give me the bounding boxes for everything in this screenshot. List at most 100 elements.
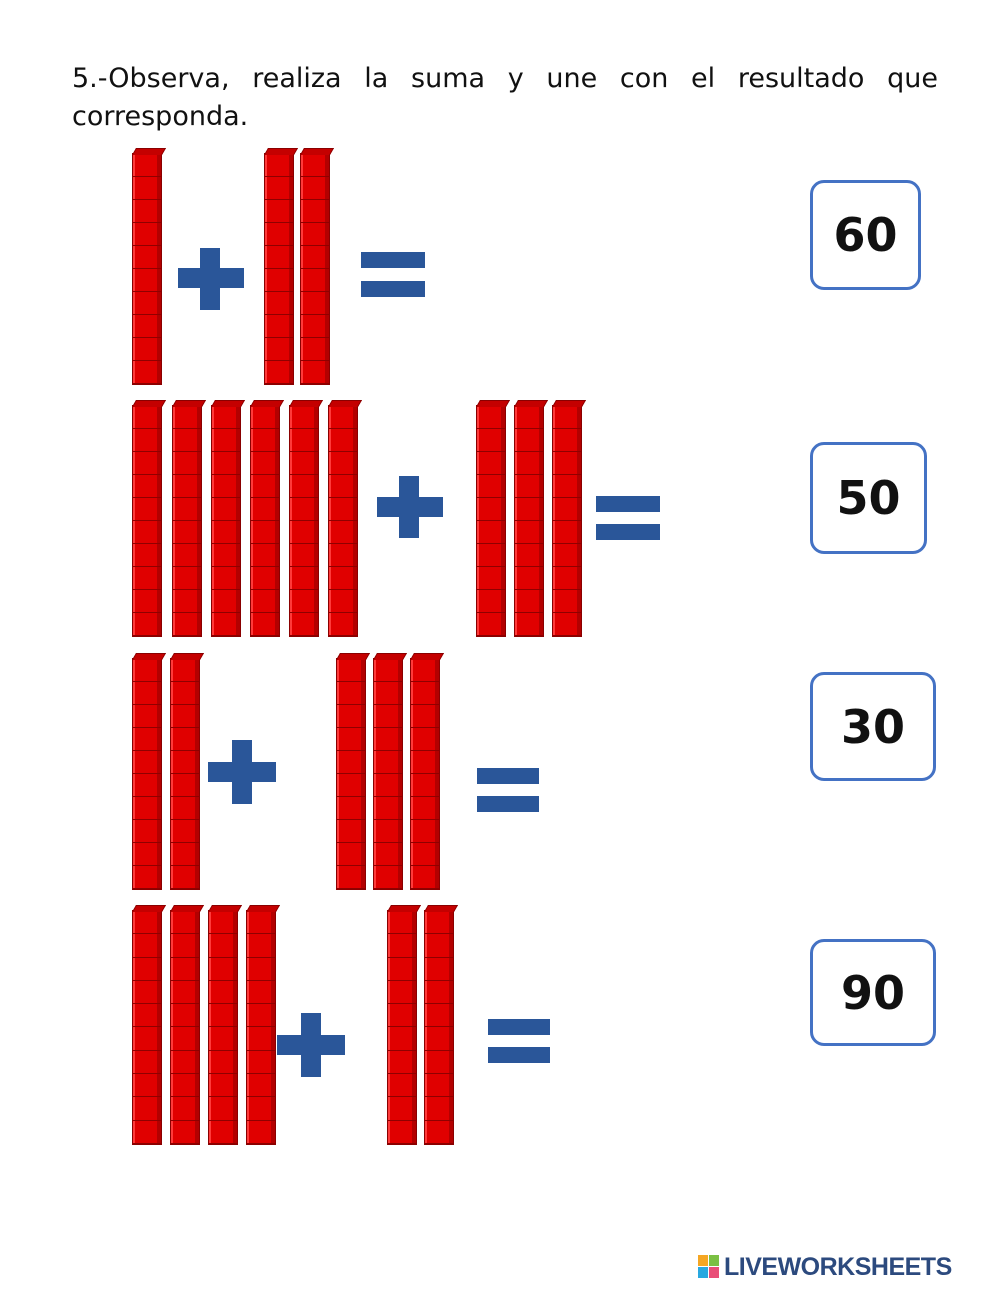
unit-cube [209, 1097, 237, 1121]
rod-top-face [170, 905, 205, 912]
unit-cube [374, 866, 402, 889]
unit-cube [171, 820, 199, 843]
unit-cube [290, 567, 318, 590]
unit-cube [388, 1051, 416, 1075]
unit-cube [209, 911, 237, 935]
unit-cube [329, 429, 357, 452]
unit-cube [133, 567, 161, 590]
unit-cube [173, 567, 201, 590]
unit-cube [301, 292, 329, 315]
unit-cube [553, 429, 581, 452]
unit-cube [425, 1121, 453, 1144]
unit-cube [133, 177, 161, 200]
unit-cube [553, 452, 581, 475]
answer-box-3[interactable]: 30 [810, 672, 936, 781]
ten-rod [132, 905, 167, 1145]
unit-cube [329, 406, 357, 429]
unit-cube [388, 1097, 416, 1121]
answer-box-2[interactable]: 50 [810, 442, 927, 554]
unit-cube [171, 659, 199, 682]
rod-top-face [476, 400, 511, 407]
ten-rod [387, 905, 422, 1145]
ten-rod [328, 400, 363, 637]
unit-cube [388, 911, 416, 935]
rod-top-face [424, 905, 459, 912]
unit-cube [265, 200, 293, 223]
unit-cube [265, 292, 293, 315]
ten-rod [336, 653, 371, 890]
unit-cube [251, 498, 279, 521]
unit-cube [477, 475, 505, 498]
unit-cube [212, 452, 240, 475]
unit-cube [388, 934, 416, 958]
rod-top-face [514, 400, 549, 407]
unit-cube [329, 567, 357, 590]
rod-top-face [211, 400, 246, 407]
ten-rod [300, 148, 335, 385]
unit-cube [171, 1027, 199, 1051]
unit-cube [212, 406, 240, 429]
unit-cube [133, 361, 161, 384]
unit-cube [374, 682, 402, 705]
unit-cube [133, 1027, 161, 1051]
liveworksheets-logo: LIVEWORKSHEETS [698, 1252, 952, 1282]
unit-cube [212, 498, 240, 521]
unit-cube [133, 958, 161, 981]
unit-cube [388, 1027, 416, 1051]
unit-cube [425, 934, 453, 958]
unit-cube [251, 429, 279, 452]
unit-cube [247, 1027, 275, 1051]
answer-box-1[interactable]: 60 [810, 180, 921, 290]
unit-cube [411, 866, 439, 889]
unit-cube [477, 406, 505, 429]
unit-cube [265, 361, 293, 384]
rod-top-face [300, 148, 335, 155]
unit-cube [515, 452, 543, 475]
unit-cube [133, 981, 161, 1005]
unit-cube [247, 911, 275, 935]
unit-cube [212, 429, 240, 452]
unit-cube [171, 751, 199, 774]
unit-cube [425, 958, 453, 981]
unit-cube [133, 774, 161, 797]
ten-rod [132, 148, 167, 385]
unit-cube [388, 981, 416, 1005]
unit-cube [173, 452, 201, 475]
unit-cube [247, 981, 275, 1005]
unit-cube [477, 429, 505, 452]
unit-cube [251, 521, 279, 544]
unit-cube [301, 223, 329, 246]
unit-cube [553, 498, 581, 521]
unit-cube [133, 1121, 161, 1144]
answer-box-4[interactable]: 90 [810, 939, 936, 1046]
unit-cube [265, 246, 293, 269]
unit-cube [425, 1074, 453, 1098]
unit-cube [425, 1027, 453, 1051]
unit-cube [374, 659, 402, 682]
unit-cube [425, 1004, 453, 1028]
unit-cube [411, 751, 439, 774]
unit-cube [212, 544, 240, 567]
unit-cube [411, 774, 439, 797]
unit-cube [477, 521, 505, 544]
unit-cube [247, 1121, 275, 1144]
unit-cube [247, 1051, 275, 1075]
unit-cube [133, 521, 161, 544]
unit-cube [477, 590, 505, 613]
rod-top-face [132, 148, 167, 155]
unit-cube [173, 429, 201, 452]
unit-cube [515, 544, 543, 567]
unit-cube [515, 498, 543, 521]
unit-cube [171, 1121, 199, 1144]
unit-cube [133, 820, 161, 843]
unit-cube [374, 705, 402, 728]
unit-cube [337, 843, 365, 866]
unit-cube [133, 315, 161, 338]
unit-cube [411, 728, 439, 751]
unit-cube [133, 797, 161, 820]
ten-rod [552, 400, 587, 637]
unit-cube [251, 613, 279, 636]
unit-cube [133, 1097, 161, 1121]
unit-cube [411, 797, 439, 820]
unit-cube [515, 521, 543, 544]
